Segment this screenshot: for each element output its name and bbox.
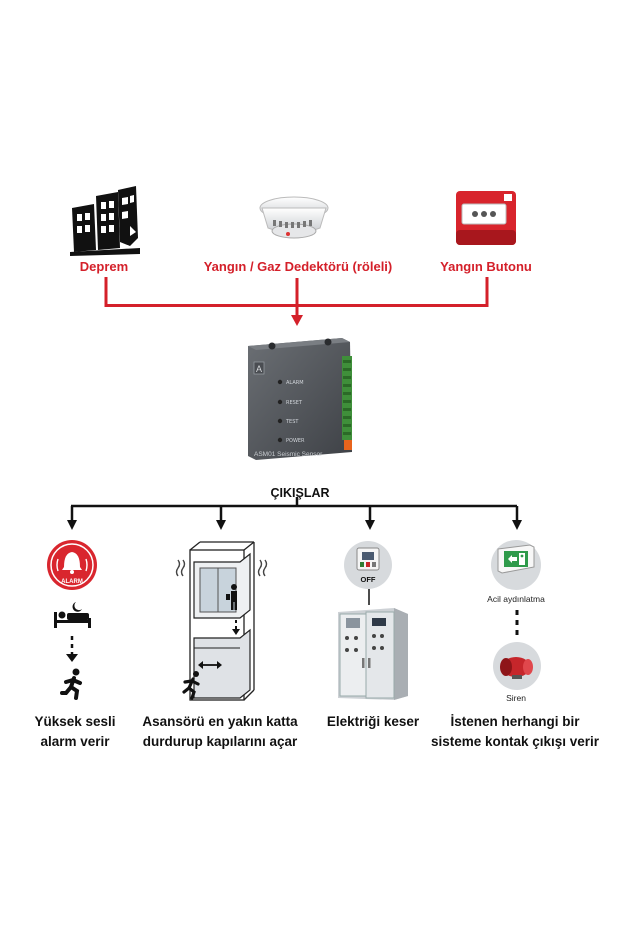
input-connector-lines [104,277,489,326]
alarm-badge-text: ALARM [61,579,83,585]
svg-text:A: A [256,364,262,374]
elevator-shaft-icon [175,541,268,701]
output-label-elevator-line1: Asansörü en yakın katta [142,714,298,729]
led-label-reset: RESET [286,400,303,406]
output-connector-lines [67,497,522,530]
output-label-contact-line2: sisteme kontak çıkışı verir [430,734,600,749]
switch-connector-line [368,589,370,605]
fire-alarm-button-icon [456,191,516,245]
input-label-deprem: Deprem [79,259,129,274]
output-arrow-3-icon [365,520,375,530]
contact-dashed-line [515,610,519,635]
running-person-icon [60,668,82,700]
emergency-lighting-label: Acil aydınlatma [487,594,545,604]
alarm-bell-badge-icon: ALARM [47,540,97,590]
seismic-sensor-device: A ALARM RESET TEST POWER ASM01 Seismic S… [248,338,352,460]
output-label-alarm-line2: alarm verir [40,734,110,749]
input-label-detector: Yangın / Gaz Dedektörü (röleli) [203,259,393,274]
siren-icon [493,642,541,690]
output-label-power-line1: Elektriği keser [326,714,420,729]
switch-off-label: OFF [361,575,376,584]
led-label-test: TEST [285,419,299,425]
breaker-switch-icon: OFF [344,541,392,589]
led-label-alarm: ALARM [286,380,304,386]
output-arrow-2-icon [216,520,226,530]
input-arrow-down-icon [291,315,303,326]
led-label-power: POWER [286,438,305,444]
output-label-power: Elektriği keser [318,712,428,732]
electrical-cabinet-icon [338,608,408,700]
smoke-detector-icon [259,196,329,239]
output-label-contact: İstenen herhangi bir sisteme kontak çıkı… [430,712,600,752]
earthquake-building-icon [70,186,140,256]
input-label-fire-button: Yangın Butonu [440,259,532,274]
alarm-step-arrow-icon [66,636,78,662]
device-model-label: ASM01 Seismic Sensor [254,451,323,458]
siren-label: Siren [506,693,526,703]
sleeping-person-icon [54,602,91,628]
emergency-exit-light-icon [491,540,541,590]
outputs-title: ÇIKIŞLAR [270,486,330,500]
output-label-alarm: Yüksek sesli alarm verir [20,712,130,752]
output-label-elevator: Asansörü en yakın katta durdurup kapılar… [140,712,300,752]
output-label-alarm-line1: Yüksek sesli [34,714,116,729]
output-label-elevator-line2: durdurup kapılarını açar [142,734,298,749]
output-label-contact-line1: İstenen herhangi bir [450,714,580,729]
output-arrow-1-icon [67,520,77,530]
output-arrow-4-icon [512,520,522,530]
